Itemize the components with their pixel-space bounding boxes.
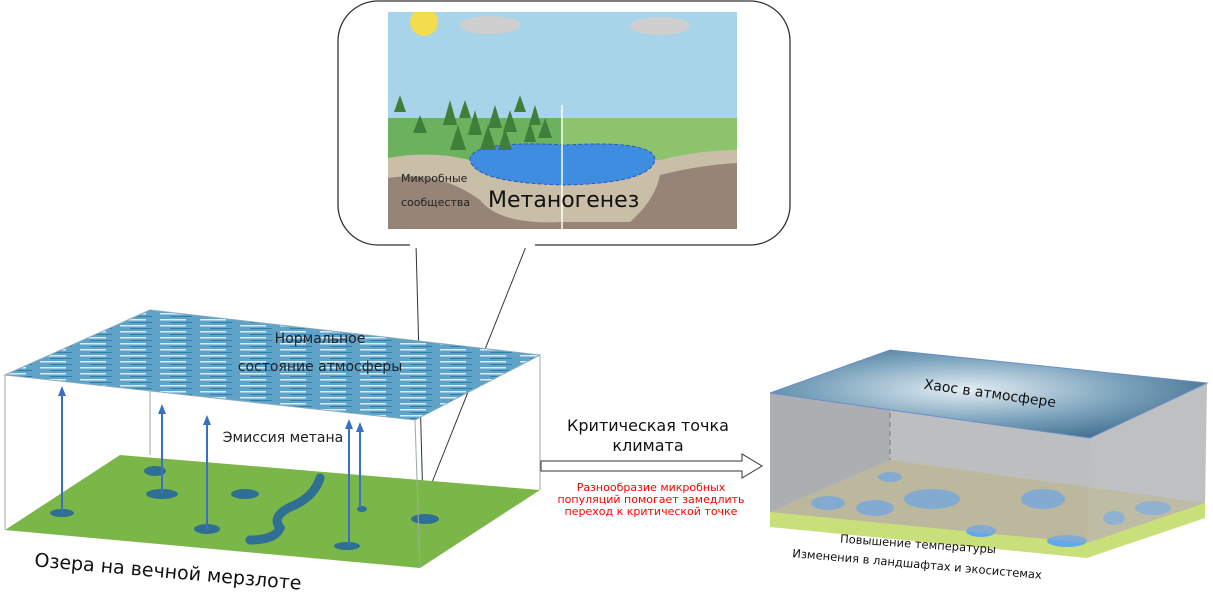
methane-emission-arrows: [58, 386, 364, 546]
chaotic-atmosphere-plane: [769, 349, 1209, 439]
atmosphere-label-2: состояние атмосферы: [238, 359, 403, 375]
microbial-label-2: сообщества: [401, 196, 470, 209]
ground-label: Озера на вечной мерзлоте: [34, 549, 303, 594]
permafrost-ground: [5, 455, 540, 568]
note-line-2: популяций помогает замедлить: [557, 493, 744, 506]
note-line-1: Разнообразие микробных: [577, 481, 726, 494]
river: [245, 473, 325, 545]
transition-arrow: [540, 453, 763, 479]
emission-label: Эмиссия метана: [223, 430, 343, 446]
changes-label: Изменения в ландшафтах и экосистемах: [792, 546, 1043, 582]
atmosphere-label-1: Нормальное: [275, 331, 366, 347]
lake-cross-section-image: [388, 12, 737, 229]
trees: [394, 95, 552, 150]
tipping-point-title-1: Критическая точка: [567, 416, 729, 435]
tipping-point-box: [769, 349, 1209, 558]
atmosphere-plane: [3, 309, 542, 421]
microbial-label-1: Микробные: [401, 172, 468, 185]
sun-icon: [410, 12, 438, 36]
cloud-icon: [630, 17, 690, 35]
tipping-point-title-2: климата: [612, 436, 683, 455]
note-line-3: переход к критической точке: [565, 505, 738, 518]
methanogenesis-label: Метаногенез: [488, 188, 639, 213]
normal-climate-box: [3, 309, 542, 569]
cloud-icon: [460, 16, 520, 34]
